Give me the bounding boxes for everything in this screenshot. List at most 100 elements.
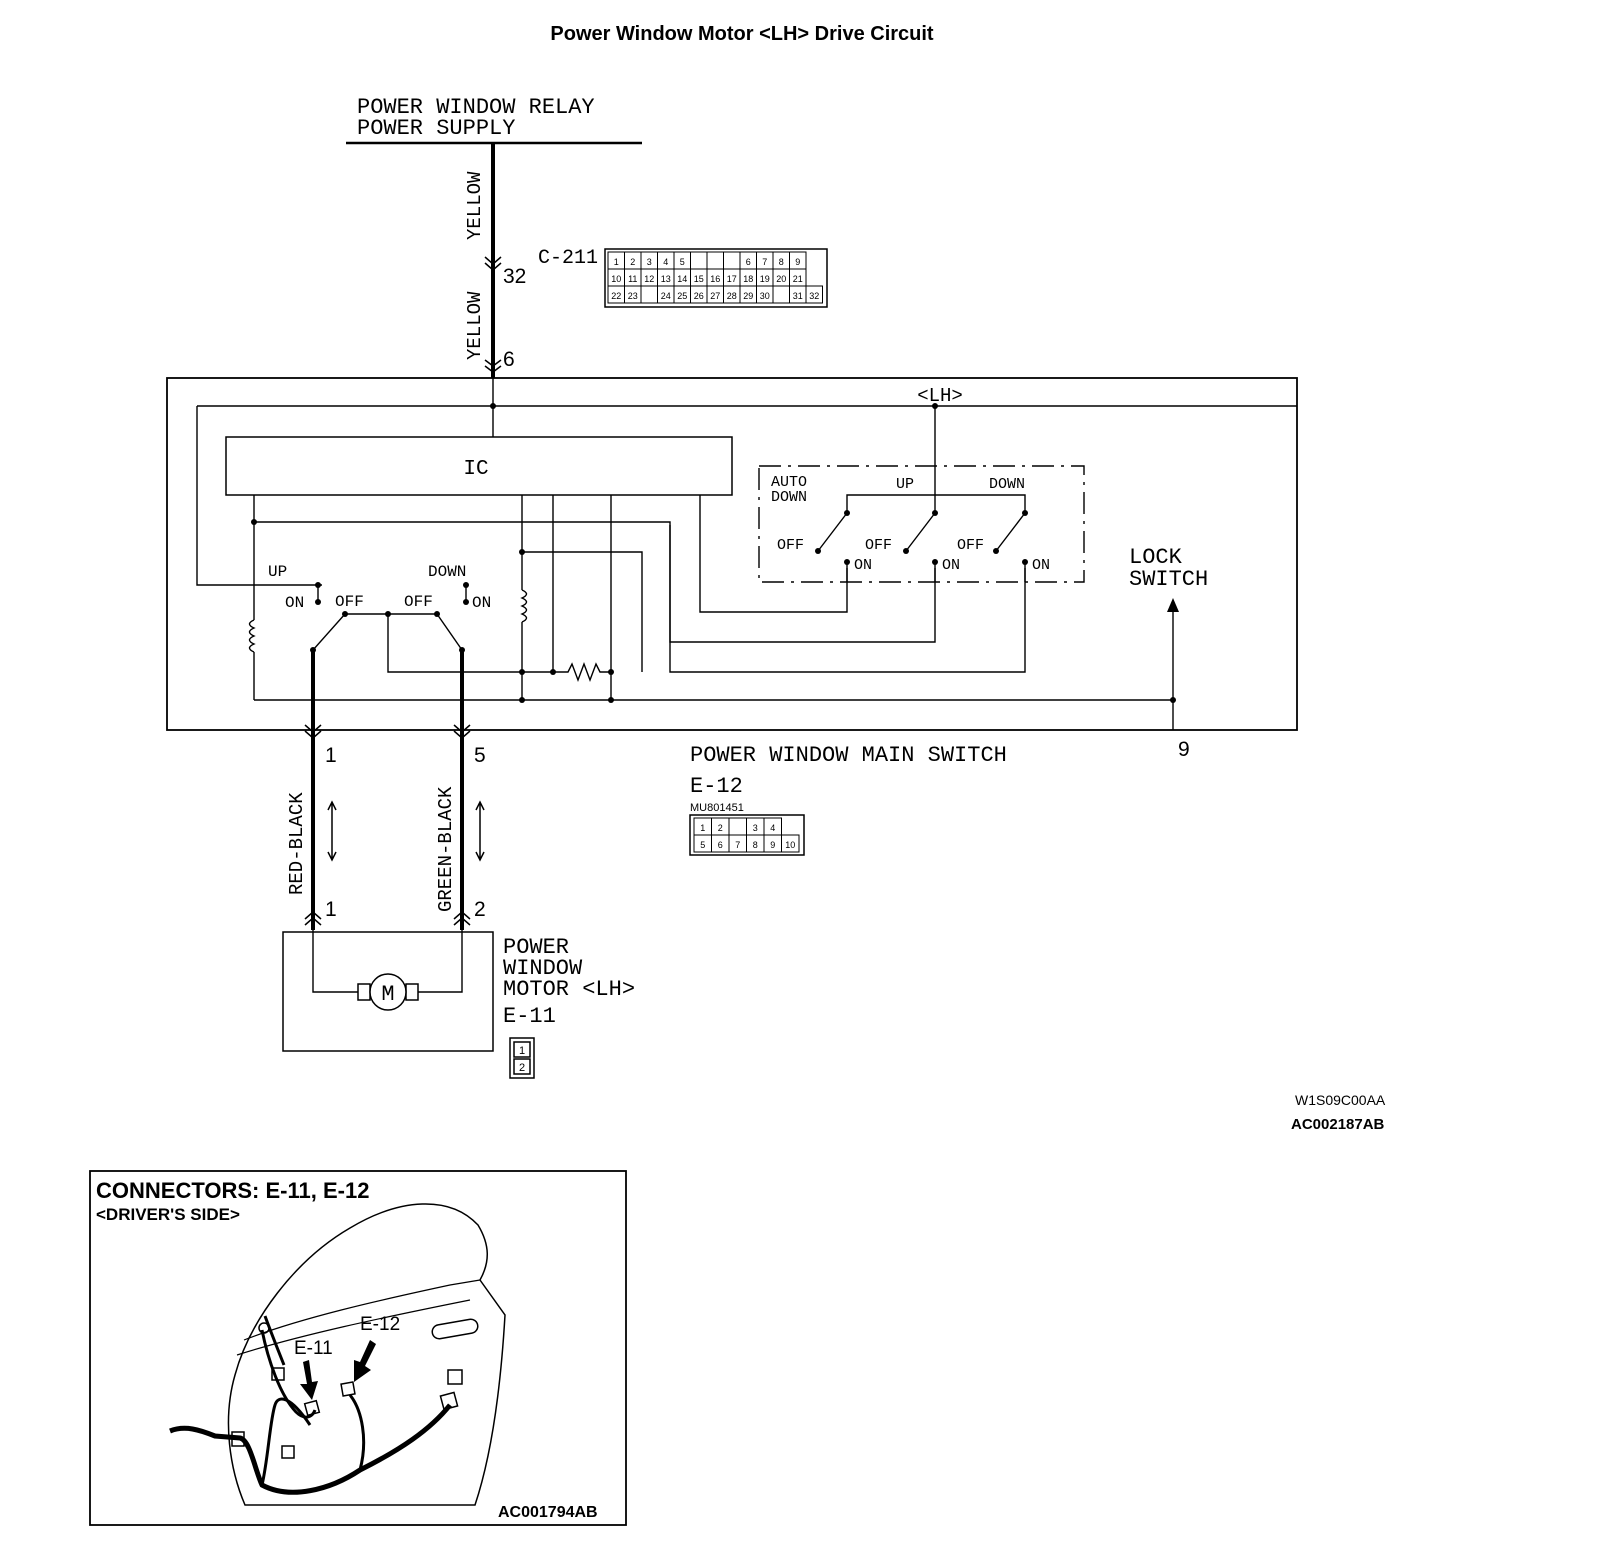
auto-off-2: OFF xyxy=(865,537,892,554)
c211-pin: 23 xyxy=(628,291,638,301)
e12-pin: 3 xyxy=(753,823,758,833)
auto-on-3: ON xyxy=(1032,557,1050,574)
c211-pin: 10 xyxy=(611,274,621,284)
e12-pin: 6 xyxy=(718,840,723,850)
main-switch-connector: E-12 xyxy=(690,774,743,799)
e12-cell xyxy=(781,834,800,853)
e12-pin: 7 xyxy=(735,840,740,850)
c211-cell xyxy=(772,285,790,304)
e11-pin-2: 2 xyxy=(519,1062,525,1074)
figure-code-2: AC002187AB xyxy=(1291,1116,1385,1133)
manual-off-right: OFF xyxy=(404,593,433,611)
e12-pin: 2 xyxy=(718,823,723,833)
auto-down-label: DOWN xyxy=(989,476,1025,493)
lh-label: <LH> xyxy=(917,385,963,407)
c211-pin: 29 xyxy=(743,291,753,301)
e12-pin: 4 xyxy=(770,823,775,833)
c211-pin: 19 xyxy=(760,274,770,284)
c211-pin: 31 xyxy=(793,291,803,301)
c211-pin: 26 xyxy=(694,291,704,301)
c211-pin: 17 xyxy=(727,274,737,284)
arrow-e11 xyxy=(300,1360,318,1400)
c211-pin: 28 xyxy=(727,291,737,301)
motor-connector-label: E-11 xyxy=(503,1004,556,1029)
c211-cell xyxy=(723,251,741,270)
c211-pin: 7 xyxy=(762,257,767,267)
c211-pin: 20 xyxy=(776,274,786,284)
c211-pin: 18 xyxy=(743,274,753,284)
e12-pin: 5 xyxy=(700,840,705,850)
ic-block xyxy=(225,436,733,496)
c211-pin: 5 xyxy=(680,257,685,267)
motor-label-1: POWER xyxy=(503,935,569,960)
c211-pin: 14 xyxy=(677,274,687,284)
power-supply: POWER WINDOW RELAY POWER SUPPLY xyxy=(346,95,642,145)
power-window-main-switch: <LH> IC UP DOWN ON OFF OFF ON xyxy=(166,377,1298,856)
auto-label-1: AUTO xyxy=(771,474,807,491)
arrow-e12 xyxy=(354,1340,376,1382)
c211-cell xyxy=(706,251,724,270)
wire-label-green-black: GREEN-BLACK xyxy=(435,786,457,912)
c211-pin: 25 xyxy=(677,291,687,301)
c211-pin: 15 xyxy=(694,274,704,284)
main-switch-part-number: MU801451 xyxy=(690,802,744,814)
motor-harness: 1 5 1 2 RED-BLACK GREEN-BLACK xyxy=(286,650,486,930)
c211-pin-number: 32 xyxy=(503,265,526,288)
e11-pin-1: 1 xyxy=(519,1045,525,1057)
connector-location-inset: CONNECTORS: E-11, E-12 <DRIVER'S SIDE> E… xyxy=(89,1170,627,1526)
auto-on-2: ON xyxy=(942,557,960,574)
lock-switch-label-2: SWITCH xyxy=(1129,567,1208,592)
callout-e12: E-12 xyxy=(360,1314,400,1335)
connector-c211-label: C-211 xyxy=(538,247,598,270)
auto-on-1: ON xyxy=(854,557,872,574)
inset-title: CONNECTORS: E-11, E-12 xyxy=(96,1178,369,1203)
c211-pin: 8 xyxy=(779,257,784,267)
c211-pin: 4 xyxy=(663,257,668,267)
auto-off-3: OFF xyxy=(957,537,984,554)
c211-cell xyxy=(805,285,823,304)
c211-pin: 27 xyxy=(710,291,720,301)
auto-label-2: DOWN xyxy=(771,489,807,506)
auto-switch-box xyxy=(758,465,1085,583)
main-switch-name: POWER WINDOW MAIN SWITCH xyxy=(690,743,1007,768)
c211-pin: 2 xyxy=(630,257,635,267)
manual-down-label: DOWN xyxy=(428,563,466,581)
switch-pin-9: 9 xyxy=(1178,738,1190,761)
c211-pin: 24 xyxy=(661,291,671,301)
ic-label: IC xyxy=(463,458,488,481)
wire-label-red-black: RED-BLACK xyxy=(286,792,308,895)
c211-pin: 16 xyxy=(710,274,720,284)
e12-cell xyxy=(728,817,747,836)
c211-pin: 21 xyxy=(793,274,803,284)
power-window-motor: M POWER WINDOW MOTOR <LH> E-11 1 2 xyxy=(282,930,635,1079)
c211-pin: 12 xyxy=(644,274,654,284)
c211-cell xyxy=(690,251,708,270)
door-outline xyxy=(227,1203,506,1506)
c211-cell xyxy=(640,285,658,304)
c211-pin: 32 xyxy=(809,291,819,301)
inset-code: AC001794AB xyxy=(498,1504,598,1521)
c211-pin: 13 xyxy=(661,274,671,284)
switch-pin-1: 1 xyxy=(325,744,337,767)
motor-symbol: M xyxy=(381,982,394,1007)
c211-pin: 30 xyxy=(760,291,770,301)
c211-pin: 6 xyxy=(746,257,751,267)
e12-pin: 10 xyxy=(785,840,795,850)
manual-on-right: ON xyxy=(472,594,491,612)
power-supply-label-2: POWER SUPPLY xyxy=(357,116,515,141)
wire-label-yellow-upper: YELLOW xyxy=(464,171,486,240)
motor-label-2: WINDOW xyxy=(503,956,583,981)
connector-e11-face: 1 2 xyxy=(509,1037,535,1079)
motor-label-3: MOTOR <LH> xyxy=(503,977,635,1002)
motor-pin-2: 2 xyxy=(474,898,486,921)
c211-pin: 22 xyxy=(611,291,621,301)
manual-up-label: UP xyxy=(268,563,287,581)
inset-subtitle: <DRIVER'S SIDE> xyxy=(96,1205,240,1224)
power-supply-label-1: POWER WINDOW RELAY xyxy=(357,95,595,120)
e12-pin: 8 xyxy=(753,840,758,850)
wire-label-yellow-lower: YELLOW xyxy=(464,291,486,360)
callout-e11: E-11 xyxy=(294,1338,333,1359)
